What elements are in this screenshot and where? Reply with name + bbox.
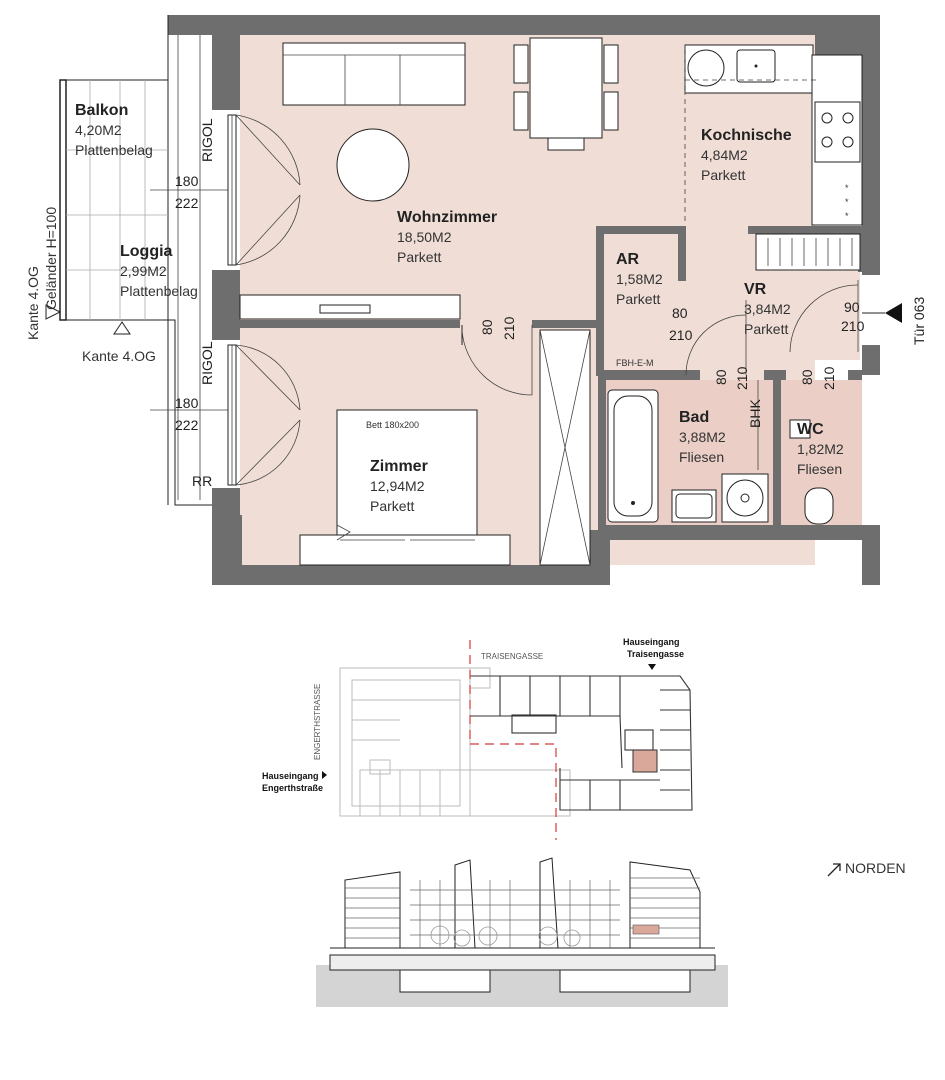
north-arrow-icon bbox=[827, 863, 841, 877]
room-area: 12,94M2 bbox=[370, 478, 425, 494]
door-ar-width: 80 bbox=[672, 305, 688, 321]
room-name: Loggia bbox=[120, 243, 173, 260]
room-wohnzimmer: Wohnzimmer 18,50M2 Parkett bbox=[397, 209, 497, 265]
room-area: 4,20M2 bbox=[75, 122, 122, 138]
entrance-left-arrow-icon bbox=[322, 771, 327, 779]
tuer-label: Tür 063 bbox=[911, 297, 927, 345]
room-floor: Plattenbelag bbox=[75, 142, 153, 158]
kante-arrow-bottom-icon bbox=[113, 321, 131, 335]
living-furniture bbox=[239, 37, 619, 320]
window-bottom-height: 222 bbox=[175, 417, 199, 433]
door-entry-width: 90 bbox=[844, 299, 860, 315]
rigol-top-label: RIGOL bbox=[199, 118, 215, 162]
rigol-bottom-label: RIGOL bbox=[199, 341, 215, 385]
door-ar-height: 210 bbox=[669, 327, 693, 343]
bathroom-fixtures bbox=[607, 380, 834, 525]
room-area: 3,84M2 bbox=[744, 301, 791, 317]
svg-text:*: * bbox=[845, 197, 849, 207]
walls bbox=[168, 15, 880, 585]
street-left-label: ENGERTHSTRASSE bbox=[313, 684, 322, 760]
entrance-left-line2: Engerthstraße bbox=[262, 783, 323, 793]
room-name: WC bbox=[797, 421, 824, 438]
door-wc-height: 210 bbox=[821, 366, 837, 390]
window-bottom-width: 180 bbox=[175, 395, 199, 411]
room-ar: AR 1,58M2 Parkett bbox=[616, 251, 663, 307]
room-area: 1,58M2 bbox=[616, 271, 663, 287]
bhk-label: BHK bbox=[747, 399, 763, 428]
room-name: Kochnische bbox=[701, 127, 792, 144]
door-bad-height: 210 bbox=[734, 366, 750, 390]
fbh-label: FBH-E-M bbox=[616, 358, 654, 368]
balcony-outline bbox=[45, 15, 212, 506]
room-floor: Plattenbelag bbox=[120, 283, 198, 299]
entrance-top-line2: Traisengasse bbox=[627, 649, 684, 659]
room-name: AR bbox=[616, 251, 640, 268]
room-name: Balkon bbox=[75, 102, 128, 119]
entrance-top-arrow-icon bbox=[648, 664, 656, 670]
windows-left bbox=[150, 114, 301, 486]
kitchen-counter: * * * bbox=[684, 44, 863, 271]
room-name: Zimmer bbox=[370, 458, 428, 475]
bett-label: Bett 180x200 bbox=[366, 420, 419, 430]
room-floor: Parkett bbox=[616, 291, 660, 307]
rr-label: RR bbox=[192, 473, 212, 489]
door-wohn-height: 210 bbox=[501, 316, 517, 340]
window-top-height: 222 bbox=[175, 195, 199, 211]
room-wc: WC 1,82M2 Fliesen bbox=[797, 421, 844, 477]
room-name: Bad bbox=[679, 409, 709, 426]
room-floor: Fliesen bbox=[679, 449, 724, 465]
door-wohn-width: 80 bbox=[479, 319, 495, 335]
dimension-labels: 180 222 180 222 80 210 80 210 80 210 80 … bbox=[175, 173, 865, 433]
unit-highlight bbox=[632, 749, 658, 773]
site-plan: TRAISENGASSE ENGERTHSTRASSE Hauseingang … bbox=[262, 637, 693, 840]
room-floor: Parkett bbox=[397, 249, 441, 265]
room-area: 2,99M2 bbox=[120, 263, 167, 279]
room-area: 1,82M2 bbox=[797, 441, 844, 457]
room-name: Wohnzimmer bbox=[397, 209, 497, 226]
svg-text:*: * bbox=[845, 211, 849, 221]
gelaender-label: Geländer H=100 bbox=[43, 207, 59, 310]
room-area: 3,88M2 bbox=[679, 429, 726, 445]
room-name: VR bbox=[744, 281, 767, 298]
room-kochnische: Kochnische 4,84M2 Parkett bbox=[701, 127, 792, 183]
room-loggia: Loggia 2,99M2 Plattenbelag bbox=[120, 243, 198, 299]
room-vr: VR 3,84M2 Parkett bbox=[744, 281, 791, 337]
room-floor: Parkett bbox=[744, 321, 788, 337]
street-top-label: TRAISENGASSE bbox=[481, 652, 543, 661]
doors bbox=[461, 280, 902, 396]
unit-section-highlight bbox=[632, 924, 660, 935]
room-area: 4,84M2 bbox=[701, 147, 748, 163]
window-top-width: 180 bbox=[175, 173, 199, 189]
door-bad-width: 80 bbox=[713, 369, 729, 385]
entrance-left-line1: Hauseingang bbox=[262, 771, 319, 781]
room-floor: Parkett bbox=[701, 167, 745, 183]
room-zimmer: Zimmer 12,94M2 Parkett bbox=[370, 458, 428, 514]
room-bad: Bad 3,88M2 Fliesen bbox=[679, 409, 726, 465]
north-indicator: NORDEN bbox=[827, 860, 906, 877]
door-wc-width: 80 bbox=[799, 369, 815, 385]
door-entry-height: 210 bbox=[841, 318, 865, 334]
entrance-arrow-icon bbox=[885, 303, 902, 323]
room-balkon: Balkon 4,20M2 Plattenbelag bbox=[75, 102, 153, 158]
room-floor: Fliesen bbox=[797, 461, 842, 477]
north-label: NORDEN bbox=[845, 860, 906, 876]
room-floor: Parkett bbox=[370, 498, 414, 514]
svg-text:*: * bbox=[845, 183, 849, 193]
misc-labels: Geländer H=100 Kante 4.OG Kante 4.OG RIG… bbox=[25, 118, 927, 489]
building-section bbox=[316, 857, 728, 1007]
room-area: 18,50M2 bbox=[397, 229, 452, 245]
wardrobe bbox=[539, 329, 591, 566]
bed bbox=[299, 409, 511, 566]
kante-vertical-label: Kante 4.OG bbox=[25, 266, 41, 340]
kante-horizontal-label: Kante 4.OG bbox=[82, 348, 156, 364]
kante-arrow-left-icon bbox=[45, 304, 62, 320]
entrance-top-line1: Hauseingang bbox=[623, 637, 680, 647]
